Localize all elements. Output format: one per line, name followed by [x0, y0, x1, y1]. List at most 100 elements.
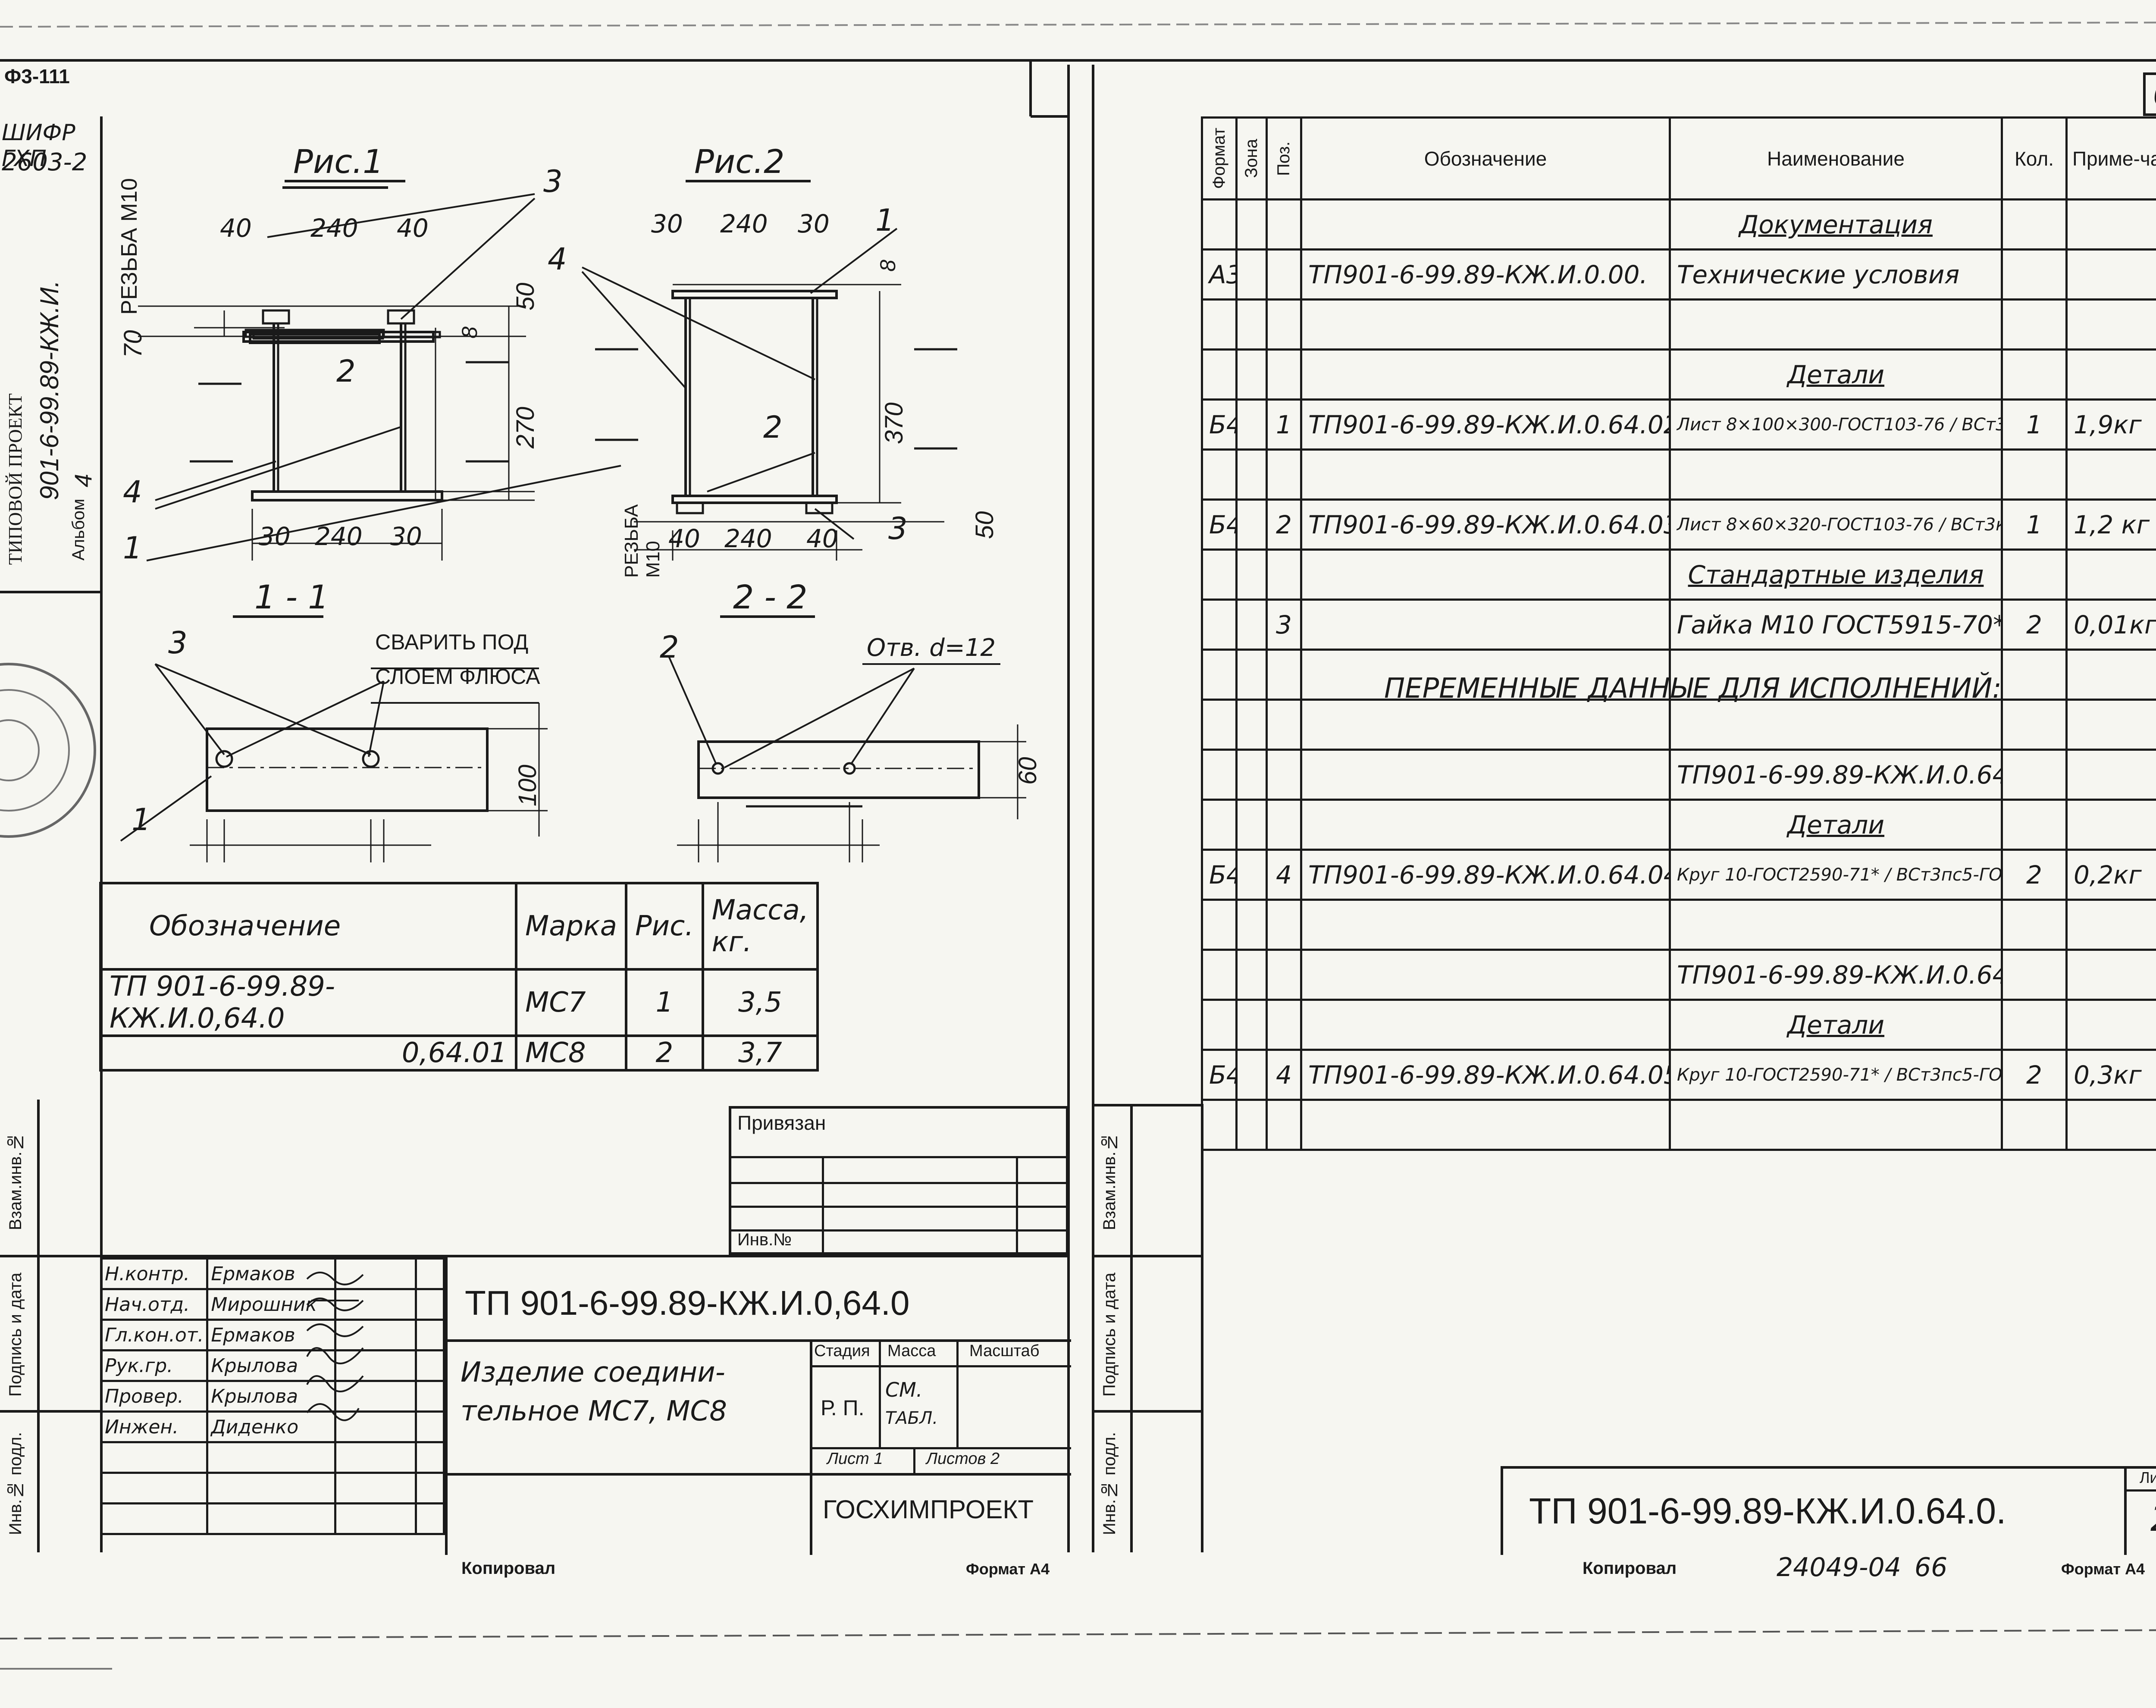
spec-name-cell: Детали [1669, 348, 2003, 401]
spec-qty-cell [2001, 448, 2068, 501]
detail-drawings [120, 180, 1026, 862]
spec-qty-cell [2001, 298, 2068, 351]
spec-name-cell: Стандартные изделия [1669, 548, 2003, 601]
spec-pos-cell: 1 [1266, 398, 1302, 451]
right-sheet-label: Лист [2140, 1469, 2156, 1486]
dim-240-d: 240 [724, 524, 772, 553]
spec-designation-cell [1300, 649, 1671, 701]
dim-370: 370 [880, 402, 908, 444]
col-name: Наименование [1669, 116, 2003, 201]
stamp-person: Крылова [206, 1380, 337, 1413]
col-format: Формат [1210, 128, 1228, 189]
dim-240-a: 240 [310, 213, 358, 243]
stamp-role: Н.контр. [100, 1257, 209, 1290]
spec-pos-cell: 4 [1266, 849, 1302, 901]
spec-pos-cell [1266, 248, 1302, 301]
spec-note-cell [2065, 949, 2156, 1001]
spec-note-cell: 0,3кг [2065, 1049, 2156, 1101]
dim-30-b: 30 [390, 522, 422, 551]
table-row [1201, 699, 2156, 751]
left-margin-strip [0, 116, 103, 1552]
callout-1-sec1: 1 [132, 802, 151, 837]
spec-name-cell: Детали [1669, 799, 2003, 851]
col-qty: Кол. [2001, 116, 2068, 201]
spec-qty-cell [2001, 649, 2068, 701]
callout-1-fig2: 1 [875, 203, 895, 238]
spec-note-cell [2065, 799, 2156, 851]
dim-40-c: 40 [668, 524, 700, 553]
spec-zone-cell [1235, 799, 1268, 851]
seal-stamp [0, 663, 96, 838]
spec-designation-cell: ТП901-6-99.89-КЖ.И.0.64.02 [1300, 398, 1671, 451]
mass-header-designation: Обозначение [99, 882, 517, 971]
table-row [1201, 649, 2156, 701]
table-row: Инжен.Диденко [100, 1410, 445, 1443]
spec-pos-cell [1266, 1099, 1302, 1151]
col-designation: Обозначение [1300, 116, 1671, 201]
fig2-title: Рис.2 [694, 142, 785, 181]
variable-data-heading: ПЕРЕМЕННЫЕ ДАННЫЕ ДЛЯ ИСПОЛНЕНИЙ: [1384, 673, 2002, 705]
spec-designation-cell: ТП901-6-99.89-КЖ.И.0.64.05 [1300, 1049, 1671, 1101]
dim-50-b: 50 [971, 511, 999, 539]
field-signature-date: Подпись и дата [6, 1272, 25, 1397]
field-inv-podl-right: Инв.№ подл. [1100, 1432, 1119, 1535]
callout-2-fig1: 2 [336, 354, 356, 389]
spec-note-cell [2065, 699, 2156, 751]
spec-format-cell [1201, 1099, 1238, 1151]
spec-pos-cell [1266, 198, 1302, 251]
spec-format-cell [1201, 649, 1238, 701]
spec-zone-cell [1235, 448, 1268, 501]
spec-zone-cell [1235, 548, 1268, 601]
dim-100: 100 [514, 765, 542, 806]
mass-header-mass: Масса, кг. [701, 882, 819, 971]
spec-qty-cell [2001, 348, 2068, 401]
spec-designation-cell: ТП901-6-99.89-КЖ.И.0.64.04 [1300, 849, 1671, 901]
spec-note-cell [2065, 899, 2156, 951]
spec-qty-cell: 2 [2001, 849, 2068, 901]
spec-format-cell: Б4 [1201, 498, 1238, 551]
spec-qty-cell [2001, 999, 2068, 1051]
specification-table: Формат Зона Поз. Обозначение Наименовани… [1201, 116, 2156, 1151]
spec-format-cell [1201, 198, 1238, 251]
dim-240-b: 240 [315, 522, 363, 551]
spec-pos-cell [1266, 749, 1302, 801]
callout-2-fig2: 2 [763, 410, 783, 445]
stamp-role: Рук.гр. [100, 1349, 209, 1382]
weld-note-line1: СВАРИТЬ ПОД [375, 630, 529, 654]
spec-qty-cell: 2 [2001, 599, 2068, 651]
spec-note-cell [2065, 298, 2156, 351]
stage-label: Стадия [814, 1342, 870, 1360]
table-row: 0,64.01 МС8 2 3,7 [99, 1034, 819, 1072]
mass-cell: 3,5 [701, 968, 819, 1037]
spec-pos-cell: 3 [1266, 599, 1302, 651]
spec-zone-cell [1235, 599, 1268, 651]
dim-60: 60 [1014, 757, 1042, 785]
spec-format-cell: А3 [1201, 248, 1238, 301]
footer-order-number: 24049-04 [1777, 1552, 1901, 1583]
spec-name-cell: Лист 8×100×300-ГОСТ103-76 / ВСт3кп2-ГОСТ… [1669, 398, 2003, 451]
scale-label: Масштаб [969, 1342, 1040, 1360]
thread-label-fig1: РЕЗЬБА М10 [117, 178, 142, 315]
spec-designation-cell [1300, 749, 1671, 801]
spec-designation-cell [1300, 899, 1671, 951]
spec-name-cell: ТП901-6-99.89-КЖ.И.0.64.0 [1669, 749, 2003, 801]
field-vzam-inv: Взам.инв.№ [6, 1132, 25, 1231]
table-row: Гл.кон.от.Ермаков [100, 1319, 445, 1351]
spec-designation-cell [1300, 548, 1671, 601]
spec-name-cell: ТП901-6-99.89-КЖ.И.0.64.01 [1669, 949, 2003, 1001]
stamp-designation: ТП 901-6-99.89-КЖ.И.0,64.0 [465, 1284, 910, 1322]
spec-name-cell [1669, 649, 2003, 701]
table-row: ТП 901-6-99.89-КЖ.И.0,64.0 МС7 1 3,5 [99, 968, 819, 1037]
spec-name-cell: Круг 10-ГОСТ2590-71* / ВСт3пс5-ГОСТ535-7… [1669, 849, 2003, 901]
spec-name-cell: Технические условия [1669, 248, 2003, 301]
spec-qty-cell [2001, 248, 2068, 301]
spec-note-cell [2065, 1099, 2156, 1151]
right-title-block: ТП 901-6-99.89-КЖ.И.0.64.0. Лист 2 [1501, 1466, 2156, 1555]
section2-title: 2 - 2 [733, 578, 808, 616]
right-sheet-number: 2 [2150, 1499, 2156, 1539]
spec-zone-cell [1235, 1049, 1268, 1101]
spec-format-cell: Б4 [1201, 1049, 1238, 1101]
